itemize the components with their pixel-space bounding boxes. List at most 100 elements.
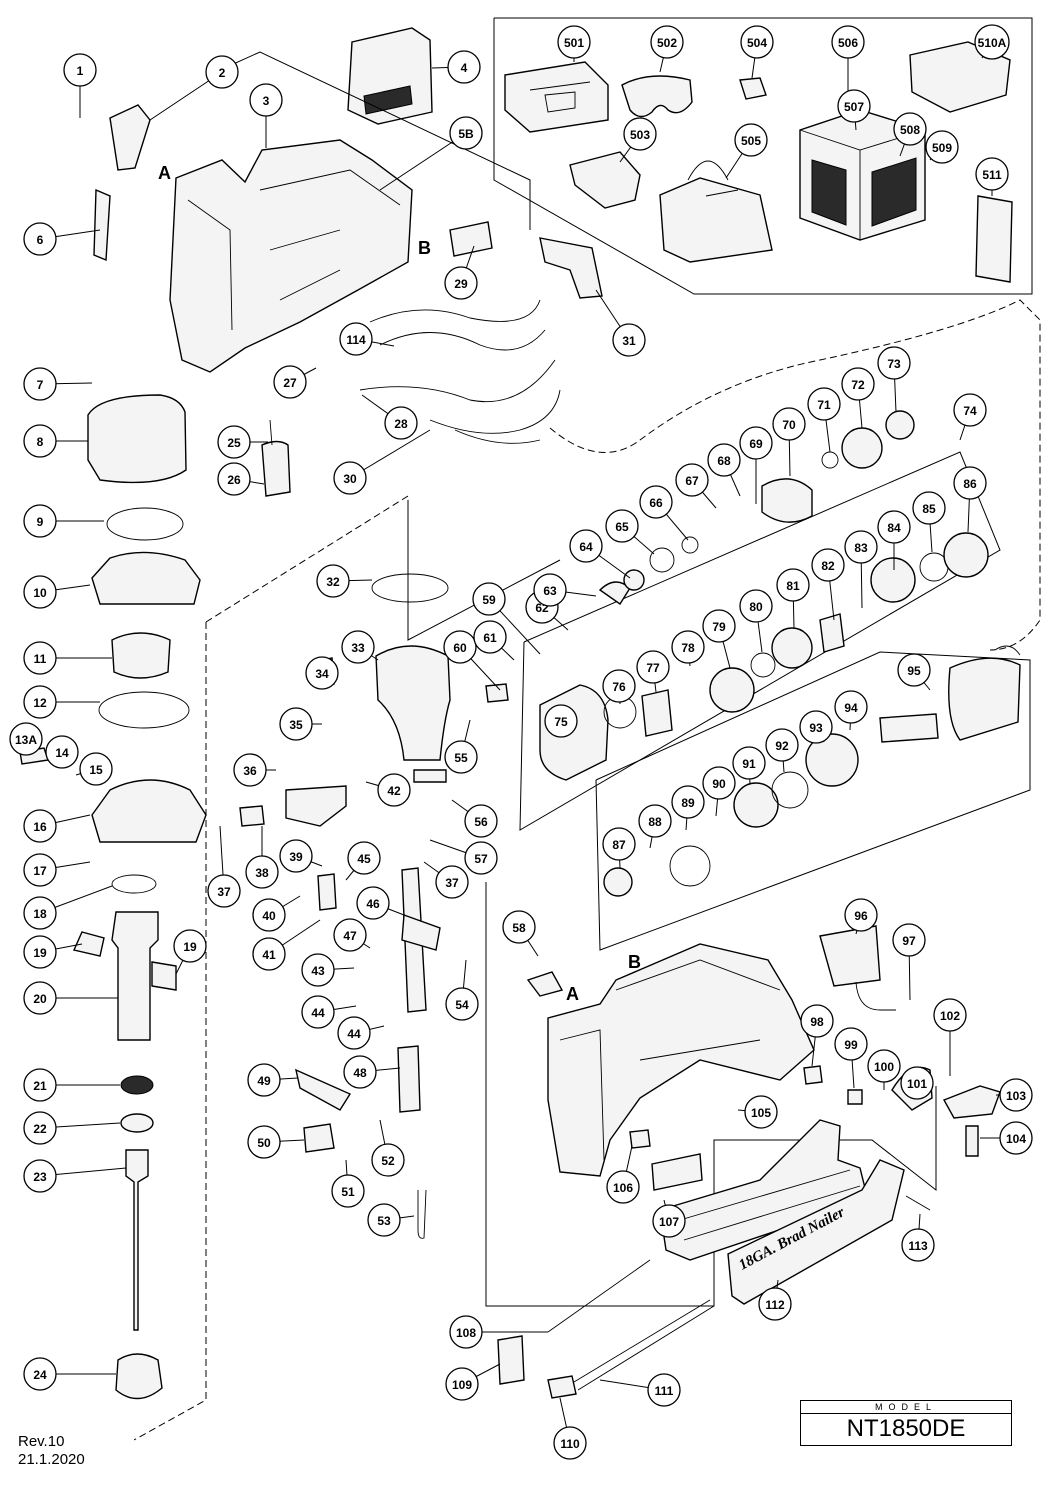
callout-circle (933, 998, 967, 1032)
callout-circle (472, 582, 506, 616)
part-number-label: 53 (377, 1214, 391, 1228)
part-number-label: 24 (33, 1368, 47, 1382)
callout-circle (623, 117, 657, 151)
callout-circle (844, 530, 878, 564)
revision-number: Rev.10 (18, 1433, 65, 1450)
part-callout-26: 26 (217, 462, 251, 496)
part-number-label: 28 (394, 417, 408, 431)
part-number-label: 502 (657, 36, 677, 50)
part-number-label: 101 (907, 1077, 927, 1091)
callout-circle (974, 24, 1010, 60)
part-number-label: 111 (655, 1384, 674, 1398)
part-number-label: 106 (613, 1181, 633, 1195)
callout-circle (23, 641, 57, 675)
part-callout-93: 93 (799, 710, 833, 744)
callout-circle (765, 728, 799, 762)
callout-circle (23, 853, 57, 887)
part-number-label: 60 (453, 641, 467, 655)
callout-circle (247, 1125, 281, 1159)
part-callout-80: 80 (739, 589, 773, 623)
part-callout-43: 43 (301, 953, 335, 987)
part-number-label: 12 (33, 696, 47, 710)
callout-circle (341, 630, 375, 664)
callout-circle (347, 841, 381, 875)
part-number-label: 88 (648, 815, 662, 829)
part-number-label: 4 (461, 61, 468, 75)
dashed-link-column (133, 622, 207, 1441)
callout-circle (443, 630, 477, 664)
part-callout-66: 66 (639, 485, 673, 519)
part-number-label: 509 (932, 141, 952, 155)
part-number-label: 510A (978, 36, 1007, 50)
part-callout-69: 69 (739, 426, 773, 460)
part-callout-58: 58 (502, 910, 536, 944)
part-callout-94: 94 (834, 690, 868, 724)
part-number-label: 86 (963, 477, 977, 491)
part-number-label: 71 (817, 398, 831, 412)
part-number-label: 31 (622, 334, 636, 348)
callout-circle (45, 735, 79, 769)
part-callout-72: 72 (841, 367, 875, 401)
part-number-label: 114 (346, 333, 366, 347)
part-callout-3: 3 (249, 83, 283, 117)
part-number-label: 61 (483, 631, 497, 645)
part-callout-17: 17 (23, 853, 57, 887)
part-callout-44: 44 (301, 995, 335, 1029)
part-callout-11: 11 (23, 641, 57, 675)
callout-circle (877, 346, 911, 380)
callout-circle (252, 898, 286, 932)
part-callout-108: 108 (449, 1315, 483, 1349)
part-number-label: 8 (37, 435, 44, 449)
model-box: MODEL NT1850DE (800, 1400, 1012, 1446)
part-callout-13A: 13A (9, 722, 43, 756)
part-callout-14: 14 (45, 735, 79, 769)
part-number-label: 107 (659, 1215, 679, 1229)
part-callout-60: 60 (443, 630, 477, 664)
callout-circle (602, 827, 636, 861)
callout-circle (652, 1204, 686, 1238)
callout-circle (557, 25, 591, 59)
part-number-label: 73 (887, 357, 901, 371)
part-callout-107: 107 (652, 1204, 686, 1238)
part-callout-98: 98 (800, 1004, 834, 1038)
callout-circle (740, 25, 774, 59)
part-callout-31: 31 (612, 323, 646, 357)
callout-circle (205, 55, 239, 89)
part-callout-30: 30 (333, 461, 367, 495)
part-number-label: 7 (37, 378, 44, 392)
callout-circle (305, 656, 339, 690)
part-callout-42: 42 (377, 773, 411, 807)
part-number-label: 76 (612, 680, 626, 694)
callout-circle (464, 804, 498, 838)
callout-circle (605, 509, 639, 543)
callout-circle (877, 510, 911, 544)
part-number-label: 46 (366, 897, 380, 911)
callout-circle (173, 929, 207, 963)
callout-circle (702, 766, 736, 800)
part-number-label: 38 (255, 866, 269, 880)
part-number-label: 35 (289, 718, 303, 732)
part-number-label: 64 (579, 540, 593, 554)
part-callout-33: 33 (341, 630, 375, 664)
part-callout-52: 52 (371, 1143, 405, 1177)
callout-circle (245, 855, 279, 889)
callout-circle (925, 130, 959, 164)
part-callout-47: 47 (333, 918, 367, 952)
part-callout-79: 79 (702, 609, 736, 643)
callout-circle (449, 116, 483, 150)
tool-body (485, 882, 1001, 1399)
callout-circle (734, 123, 768, 157)
part-number-label: 54 (455, 998, 469, 1012)
callout-circle (953, 466, 987, 500)
part-number-label: 25 (227, 436, 241, 450)
part-callout-55: 55 (444, 740, 478, 774)
part-number-label: 110 (560, 1437, 580, 1451)
part-number-label: 66 (649, 496, 663, 510)
part-callout-501: 501 (557, 25, 591, 59)
motor-gear-assembly (519, 410, 1031, 951)
callout-circle (273, 365, 307, 399)
part-number-label: 108 (456, 1326, 476, 1340)
part-callout-2: 2 (205, 55, 239, 89)
part-number-label: 48 (353, 1066, 367, 1080)
part-callout-5B: 5B (449, 116, 483, 150)
